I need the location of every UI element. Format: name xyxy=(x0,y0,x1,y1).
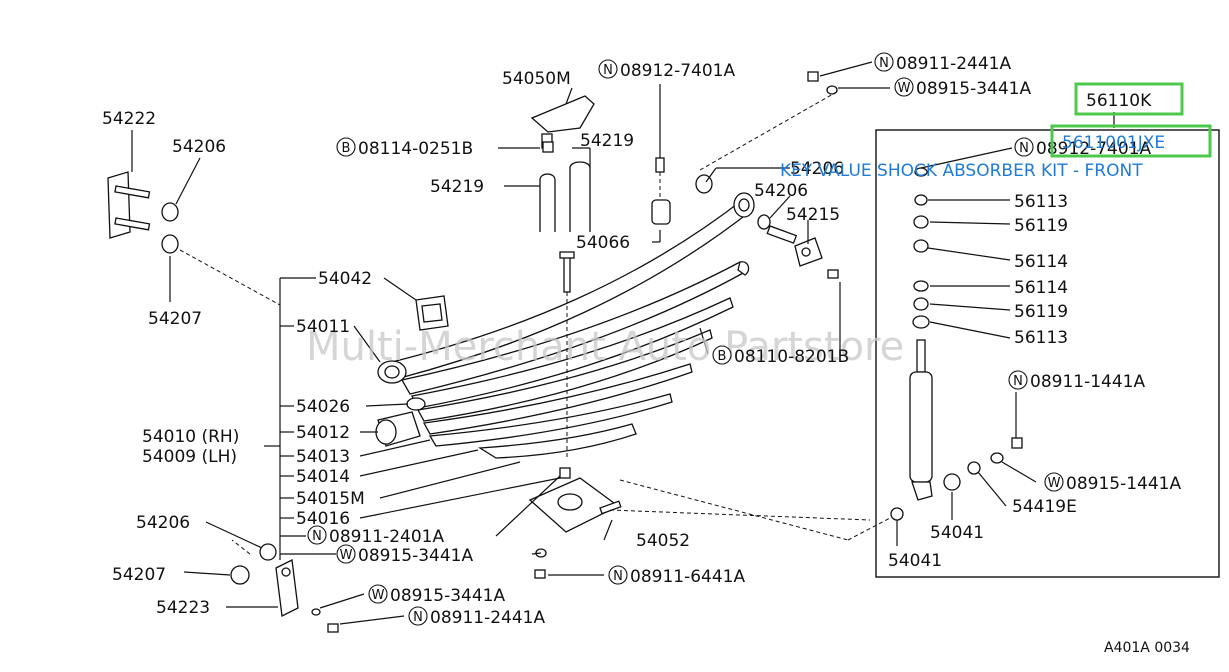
label-54219: 54219 xyxy=(580,131,634,151)
svg-text:N: N xyxy=(603,63,613,78)
fastener-08912-7401a-box: N 08912-7401A xyxy=(1014,137,1151,159)
center-bolt xyxy=(559,251,575,460)
watermark: Multi-Merchant Auto Partstore xyxy=(306,324,904,370)
shock-absorber xyxy=(890,167,1023,521)
kit-description: KEY VALUE SHOCK ABSORBER KIT - FRONT xyxy=(780,161,1143,181)
fastener-08114-0251b: B 08114-0251B xyxy=(336,137,473,159)
leader-lines xyxy=(131,61,1115,625)
fastener-08912-7401a-top: N 08912-7401A xyxy=(598,59,735,81)
highlight-kit-5611001jxe[interactable]: 5611001JXE xyxy=(1050,124,1212,158)
label-54207: 54207 xyxy=(148,309,202,329)
label-54014: 54014 xyxy=(296,467,350,487)
svg-text:N: N xyxy=(1013,374,1023,389)
label-54010-rh: 54010 (RH) xyxy=(142,427,239,447)
label-54042: 54042 xyxy=(318,269,372,289)
label-54013: 54013 xyxy=(296,447,350,467)
label-54041: 54041 xyxy=(888,551,942,571)
label-56114: 56114 xyxy=(1014,252,1068,272)
label-56114: 56114 xyxy=(1014,278,1068,298)
svg-text:B: B xyxy=(718,349,727,364)
fastener-callouts: N 08912-7401A N 08911-2441A W 08915-3441… xyxy=(307,52,1181,628)
svg-text:08915-3441A: 08915-3441A xyxy=(390,586,505,606)
label-56113: 56113 xyxy=(1014,192,1068,212)
u-bolts xyxy=(539,161,591,232)
svg-text:08911-2401A: 08911-2401A xyxy=(329,527,444,547)
svg-text:08915-3441A: 08915-3441A xyxy=(358,546,473,566)
svg-text:08911-2441A: 08911-2441A xyxy=(430,608,545,628)
part-labels: 54222 54206 54207 54050M 54219 54219 540… xyxy=(102,69,1077,618)
svg-text:08114-0251B: 08114-0251B xyxy=(358,139,473,159)
svg-text:W: W xyxy=(372,588,385,603)
svg-text:N: N xyxy=(879,56,889,71)
fastener-08915-3441a-mid: W 08915-3441A xyxy=(336,544,473,566)
label-54222: 54222 xyxy=(102,109,156,129)
svg-text:W: W xyxy=(340,548,353,563)
highlight-part-56110k[interactable]: 56110K xyxy=(1074,82,1184,116)
fastener-08911-2401a: N 08911-2401A xyxy=(307,525,444,547)
svg-text:08912-7401A: 08912-7401A xyxy=(620,61,735,81)
svg-text:N: N xyxy=(413,610,423,625)
svg-text:08915-3441A: 08915-3441A xyxy=(916,79,1031,99)
spring-washer xyxy=(406,397,426,411)
label-54219: 54219 xyxy=(430,177,484,197)
label-54026: 54026 xyxy=(296,397,350,417)
label-54206: 54206 xyxy=(754,181,808,201)
label-54015m: 54015M xyxy=(296,489,365,509)
label-54419e: 54419E xyxy=(1012,497,1077,517)
label-54041: 54041 xyxy=(930,523,984,543)
fastener-08110-8201b: B 08110-8201B xyxy=(712,345,849,367)
label-54206: 54206 xyxy=(172,137,226,157)
label-54206: 54206 xyxy=(790,159,844,179)
diagram-code: A401A 0034 xyxy=(1104,640,1190,656)
label-54050m: 54050M xyxy=(502,69,571,89)
label-54011: 54011 xyxy=(296,317,350,337)
svg-text:08911-2441A: 08911-2441A xyxy=(896,54,1011,74)
label-54207: 54207 xyxy=(112,565,166,585)
bump-stopper xyxy=(530,95,595,149)
label-54016: 54016 xyxy=(296,509,350,529)
svg-text:B: B xyxy=(342,141,351,156)
label-54066: 54066 xyxy=(576,233,630,253)
top-nuts xyxy=(542,71,838,153)
label-54206: 54206 xyxy=(136,513,190,533)
label-56119: 56119 xyxy=(1014,216,1068,236)
shock-absorber-group-box xyxy=(875,129,1220,578)
svg-text:W: W xyxy=(898,81,911,96)
svg-text:08912-7401A: 08912-7401A xyxy=(1036,139,1151,159)
fastener-08911-1441a: N 08911-1441A xyxy=(1008,370,1145,392)
spring-pad xyxy=(415,295,449,331)
label-54223: 54223 xyxy=(156,598,210,618)
svg-text:N: N xyxy=(1019,141,1029,156)
fastener-08915-3441a-top: W 08915-3441A xyxy=(894,77,1031,99)
label-56119: 56119 xyxy=(1014,302,1068,322)
shackle-front xyxy=(107,171,179,254)
label-54052: 54052 xyxy=(636,531,690,551)
svg-text:N: N xyxy=(312,529,322,544)
svg-text:W: W xyxy=(1048,476,1061,491)
fastener-08911-2441a-bottom: N 08911-2441A xyxy=(408,606,545,628)
label-56113: 56113 xyxy=(1014,328,1068,348)
kit-number: 5611001JXE xyxy=(1062,133,1165,153)
svg-text:08110-8201B: 08110-8201B xyxy=(734,347,849,367)
spring-seat xyxy=(528,467,622,579)
svg-text:08911-6441A: 08911-6441A xyxy=(630,567,745,587)
leaf-spring-pack xyxy=(375,192,755,459)
label-54009-lh: 54009 (LH) xyxy=(142,447,237,467)
fastener-08911-6441a: N 08911-6441A xyxy=(608,565,745,587)
label-54012: 54012 xyxy=(296,423,350,443)
svg-text:N: N xyxy=(613,569,623,584)
shackle-rear xyxy=(230,543,339,633)
fastener-08911-2441a-top: N 08911-2441A xyxy=(874,52,1011,74)
bump-rubber xyxy=(651,157,671,225)
svg-text:08915-1441A: 08915-1441A xyxy=(1066,474,1181,494)
fastener-08915-1441a: W 08915-1441A xyxy=(1044,472,1181,494)
fastener-08915-3441a-bottom: W 08915-3441A xyxy=(368,584,505,606)
svg-text:08911-1441A: 08911-1441A xyxy=(1030,372,1145,392)
label-56110k: 56110K xyxy=(1086,91,1152,111)
label-54215: 54215 xyxy=(786,205,840,225)
